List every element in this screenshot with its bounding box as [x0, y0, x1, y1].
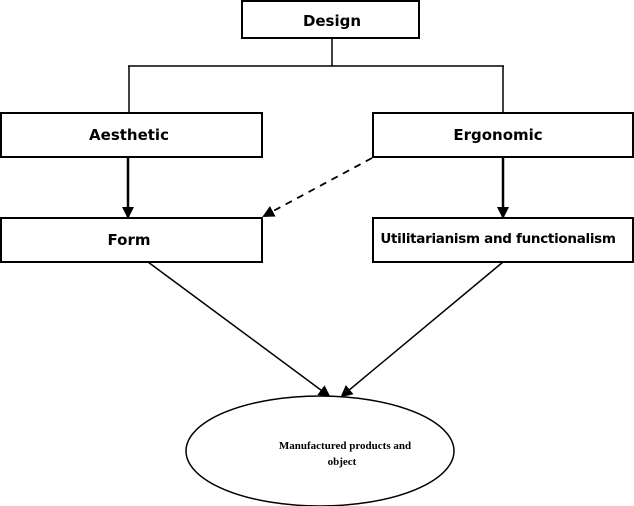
node-aesthetic-box	[0, 112, 263, 158]
node-utilitarianism-box	[372, 217, 634, 263]
node-ergonomic-box	[372, 112, 634, 158]
node-ergonomic-label: Ergonomic	[453, 126, 542, 144]
node-design-box	[241, 0, 420, 39]
node-form: Form	[0, 217, 263, 263]
node-products-ellipse	[185, 395, 455, 506]
node-aesthetic: Aesthetic	[0, 112, 263, 158]
connector-design-split	[128, 38, 504, 113]
node-utilitarianism: Utilitarianism and functionalism	[372, 217, 634, 263]
node-utilitarianism-label: Utilitarianism and functionalism	[380, 231, 615, 247]
node-design: Design	[241, 0, 420, 39]
node-design-label: Design	[303, 12, 361, 30]
edge-form-to-products	[147, 261, 331, 398]
node-products-label-line1: Manufactured products and	[279, 440, 411, 452]
edge-ergonomic-to-form-dashed	[262, 157, 373, 217]
node-products-label-line2: object	[328, 456, 357, 468]
node-products: Manufactured products and object	[185, 395, 455, 506]
node-form-label: Form	[108, 231, 151, 249]
node-aesthetic-label: Aesthetic	[89, 126, 169, 144]
node-form-box	[0, 217, 263, 263]
edge-utilitarianism-to-products	[340, 261, 504, 398]
node-ergonomic: Ergonomic	[372, 112, 634, 158]
